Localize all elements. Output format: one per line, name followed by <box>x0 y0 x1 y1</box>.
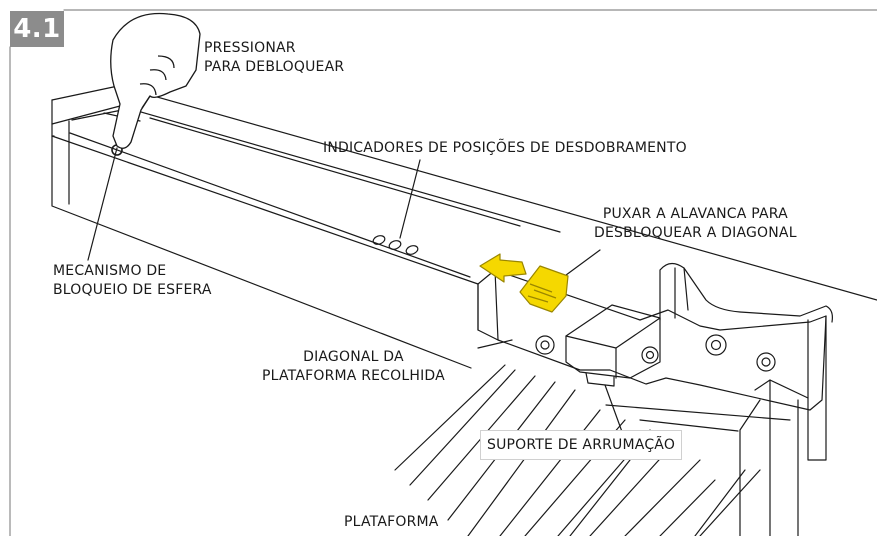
pointing-hand-icon <box>110 12 201 149</box>
label-press-line2: PARA DEBLOQUEAR <box>204 59 345 75</box>
label-press-to-unlock: PRESSIONAR PARA DEBLOQUEAR <box>204 39 344 77</box>
indicator-hole <box>405 245 419 255</box>
indicator-hole <box>372 235 386 245</box>
hook <box>659 262 833 323</box>
label-stowed-diagonal: DIAGONAL DA PLATAFORMA RECOLHIDA <box>262 348 445 386</box>
label-platform: PLATAFORMA <box>342 513 441 532</box>
label-platform-text: PLATAFORMA <box>344 514 439 530</box>
leader-ball <box>87 147 118 261</box>
indicator-hole <box>388 240 402 250</box>
label-lever-line1: PUXAR A ALAVANCA PARA <box>602 206 788 222</box>
leader-indicators <box>399 159 421 239</box>
label-diagonal-line1: DIAGONAL DA <box>303 349 404 365</box>
pull-arrow-icon <box>479 253 527 283</box>
label-ball-line1: MECANISMO DE <box>53 263 167 279</box>
frame-border <box>9 9 877 536</box>
label-storage-bracket: SUPORTE DE ARRUMAÇÃO <box>480 430 683 460</box>
diagonal-bracket <box>477 269 827 411</box>
storage-block <box>565 304 661 379</box>
step-number-badge: 4.1 <box>10 11 64 47</box>
lever-hand-icon <box>519 265 569 313</box>
label-storage-text: SUPORTE DE ARRUMAÇÃO <box>487 437 676 453</box>
leader-lever <box>561 249 601 279</box>
label-diagonal-line2: PLATAFORMA RECOLHIDA <box>262 368 445 384</box>
label-pull-lever: PUXAR A ALAVANCA PARA DESBLOQUEAR A DIAG… <box>594 205 797 243</box>
label-ball-lock-mechanism: MECANISMO DE BLOQUEIO DE ESFERA <box>53 262 212 300</box>
label-ball-line2: BLOQUEIO DE ESFERA <box>53 282 212 298</box>
label-deployment-indicators: INDICADORES DE POSIÇÕES DE DESDOBRAMENTO <box>323 139 687 158</box>
label-indicators-text: INDICADORES DE POSIÇÕES DE DESDOBRAMENTO <box>323 140 687 156</box>
label-lever-line2: DESBLOQUEAR A DIAGONAL <box>594 225 797 241</box>
leader-diagonal <box>477 339 513 349</box>
label-press-line1: PRESSIONAR <box>204 40 296 56</box>
